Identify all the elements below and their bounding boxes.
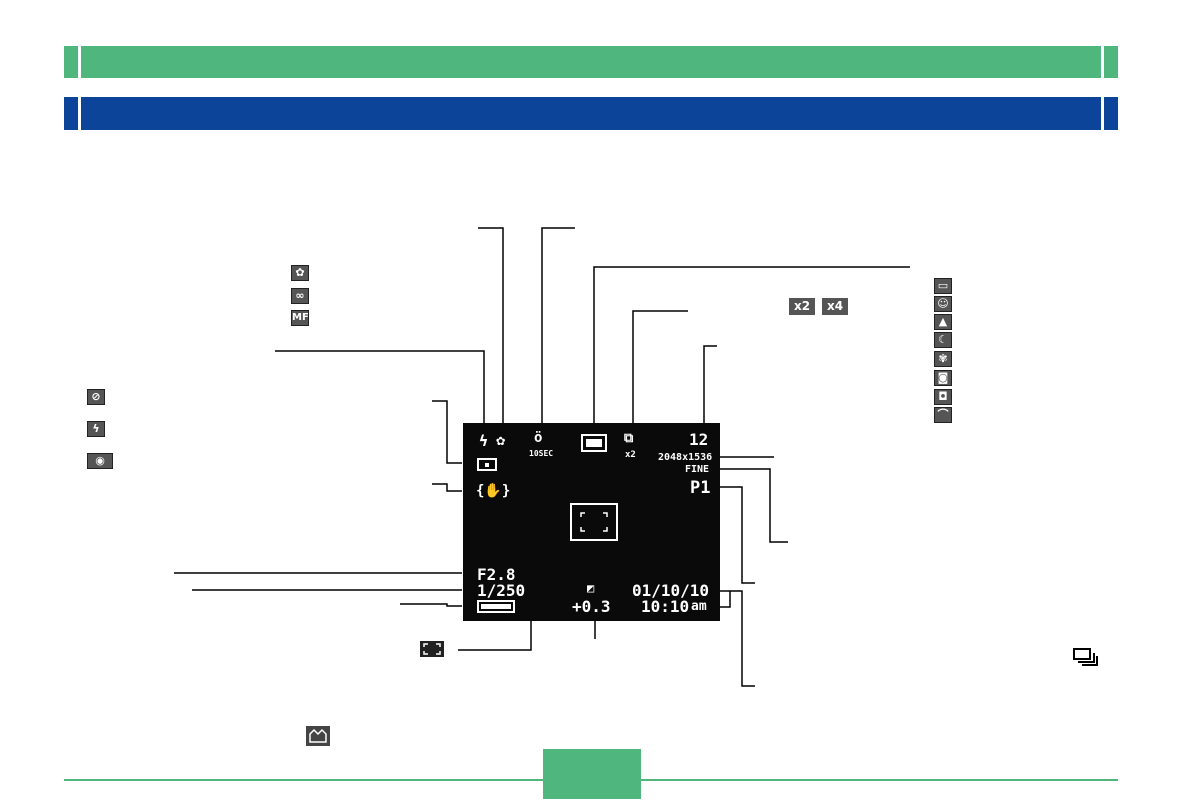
flower-icon: ✾ [934,351,952,367]
portrait-icon: ☺ [934,296,952,312]
zoom-x2-badge: x2 [789,298,815,315]
header-green-bar [64,46,1118,78]
resolution-label: 2048x1536 [658,452,713,463]
focus-frame-icon [420,641,444,657]
quality-label: FINE [685,464,710,475]
flash-off-icon: ⊘ [87,389,105,405]
red-eye-icon: ◉ [87,453,113,469]
night-scene-icon: ☾ [934,332,952,348]
zoom-x4-badge: x4 [822,298,848,315]
flash-on-icon: ϟ [87,421,105,437]
infinity-icon: ∞ [291,288,309,304]
bestshot-icon: ◙ [934,370,952,386]
shutter-value: 1/250 [477,581,526,600]
ampm-value: am [691,599,707,614]
anti-shake-icon: {✋} [476,483,511,499]
continuous-shooting-icon [1072,647,1098,671]
macro-icon: ✿ [291,265,309,281]
date-value: 01/10/10 [632,581,710,600]
self-timer-icon: ӧ [534,430,543,446]
shots-remaining: 12 [689,430,709,449]
lcd-screen: ϟ ✿ ӧ 10SEC ⧉ x2 12 2048x1536 FINE P1 {✋… [463,423,720,621]
single-shot-icon [581,434,607,452]
flash-indicator-icon: ϟ [479,432,489,450]
scene-icon: ⌒ [934,407,952,423]
no-shake-icon [306,726,330,746]
normal-icon: ▭ [934,278,952,294]
mode-label: P1 [690,478,711,498]
exposure-value: +0.3 [572,597,611,616]
aperture-value: F2.8 [477,565,516,584]
header-blue-bar [64,97,1118,130]
macro-indicator-icon: ✿ [496,431,506,449]
zoom-label: x2 [625,450,636,460]
manual-focus-icon: MF [291,310,309,326]
past-icon: ◘ [934,389,952,405]
battery-indicator [477,600,515,613]
self-timer-label: 10SEC [529,449,554,458]
focus-frame [570,503,618,541]
metering-icon [477,458,497,471]
zoom-indicator-icon: ⧉ [624,431,634,446]
exposure-icon: ◩ [587,581,595,595]
landscape-icon: ▲ [934,314,952,330]
page-number-tab [543,749,641,799]
time-value: 10:10 [641,597,690,616]
